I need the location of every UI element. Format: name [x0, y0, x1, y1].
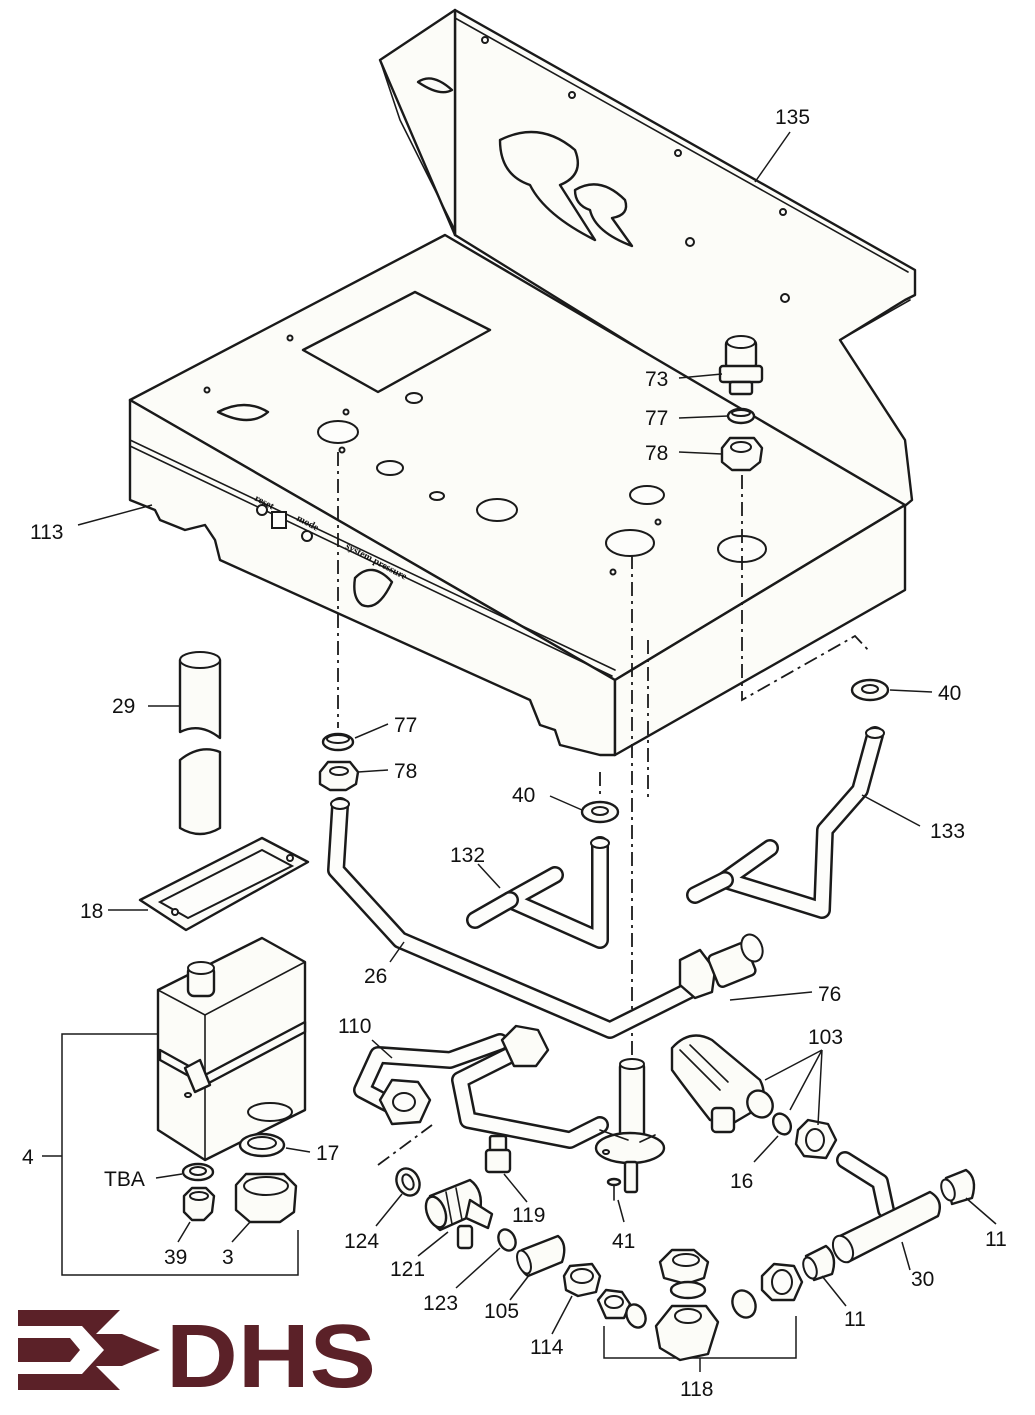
bleed-119 — [484, 1134, 512, 1174]
callout-105: 105 — [484, 1300, 519, 1323]
callout-labels: 135 73 77 78 113 40 29 77 78 40 133 132 … — [22, 106, 1007, 1401]
pipe-26 — [327, 797, 709, 1039]
callout-29: 29 — [112, 695, 135, 718]
leader-lines — [42, 131, 997, 1335]
fitting-73 — [718, 335, 764, 396]
cap-11-low — [802, 1244, 836, 1282]
callout-77-top: 77 — [645, 407, 668, 430]
valve-121 — [424, 1178, 494, 1250]
washer-16 — [771, 1112, 793, 1136]
callout-121: 121 — [390, 1258, 425, 1281]
washer-tba — [181, 1162, 215, 1182]
callout-76: 76 — [818, 983, 841, 1006]
callout-11-right: 11 — [985, 1228, 1007, 1251]
nut-78-left — [318, 760, 360, 792]
dhs-logo: DHS — [18, 1307, 376, 1407]
dhs-arrow-icon — [18, 1310, 160, 1390]
elbow-118 — [596, 1248, 804, 1362]
callout-78-left: 78 — [394, 760, 417, 783]
plug-39 — [182, 1186, 216, 1222]
callout-17: 17 — [316, 1142, 339, 1165]
callout-78-top: 78 — [645, 442, 668, 465]
centre-line-right — [741, 475, 871, 702]
nut-114 — [562, 1262, 602, 1298]
union-76 — [678, 933, 764, 1000]
callout-30: 30 — [911, 1268, 934, 1291]
centre-line-mid2 — [599, 640, 649, 800]
mounting-panel-135 — [378, 8, 917, 512]
callout-40-right: 40 — [938, 682, 961, 705]
pipe-133 — [686, 726, 885, 919]
callout-41: 41 — [612, 1230, 635, 1253]
callout-124: 124 — [344, 1230, 379, 1253]
callout-tba: TBA — [104, 1168, 145, 1191]
bracket-4 — [61, 1033, 299, 1276]
nut-78-top — [720, 436, 764, 472]
callout-133: 133 — [930, 820, 965, 843]
washer-77-left — [321, 732, 355, 752]
callout-39: 39 — [164, 1246, 187, 1269]
callout-119: 119 — [512, 1204, 545, 1227]
callout-123: 123 — [423, 1292, 458, 1315]
callout-114: 114 — [530, 1336, 564, 1359]
tube-29 — [178, 651, 222, 836]
callout-3: 3 — [222, 1246, 234, 1269]
cap-11-right — [940, 1168, 976, 1206]
pipe-110 — [353, 1024, 609, 1149]
pipe-132 — [466, 836, 610, 949]
centre-line-lower-left — [377, 1124, 433, 1166]
pipe-30 — [831, 1151, 941, 1264]
washer-17 — [238, 1132, 286, 1158]
control-box-113: reset mode system pressure — [128, 233, 907, 757]
callout-4: 4 — [22, 1146, 34, 1169]
callout-16: 16 — [730, 1170, 753, 1193]
callout-77-left: 77 — [394, 714, 417, 737]
dhs-logo-text: DHS — [166, 1307, 376, 1407]
valve-103 — [670, 1034, 774, 1134]
washer-124 — [395, 1167, 421, 1197]
washer-40-right — [850, 678, 890, 702]
callout-73: 73 — [645, 368, 668, 391]
washer-123 — [497, 1228, 517, 1252]
callout-40-mid: 40 — [512, 784, 535, 807]
expansion-vessel-4 — [156, 936, 307, 1162]
washer-40-mid — [580, 800, 620, 824]
callout-135: 135 — [775, 106, 810, 129]
callout-110: 110 — [338, 1015, 371, 1038]
gasket-18 — [138, 836, 310, 932]
callout-26: 26 — [364, 965, 387, 988]
callout-18: 18 — [80, 900, 103, 923]
callout-113: 113 — [30, 521, 63, 544]
nut-3 — [234, 1172, 298, 1224]
nut-103 — [794, 1118, 838, 1160]
screw-41 — [606, 1177, 622, 1201]
callout-103: 103 — [808, 1026, 843, 1049]
callout-11-low: 11 — [844, 1308, 866, 1331]
fitting-41 — [594, 1058, 666, 1194]
pipe-105 — [516, 1234, 566, 1278]
callout-132: 132 — [450, 844, 485, 867]
washer-77-top — [726, 407, 756, 425]
callout-118: 118 — [680, 1378, 713, 1401]
